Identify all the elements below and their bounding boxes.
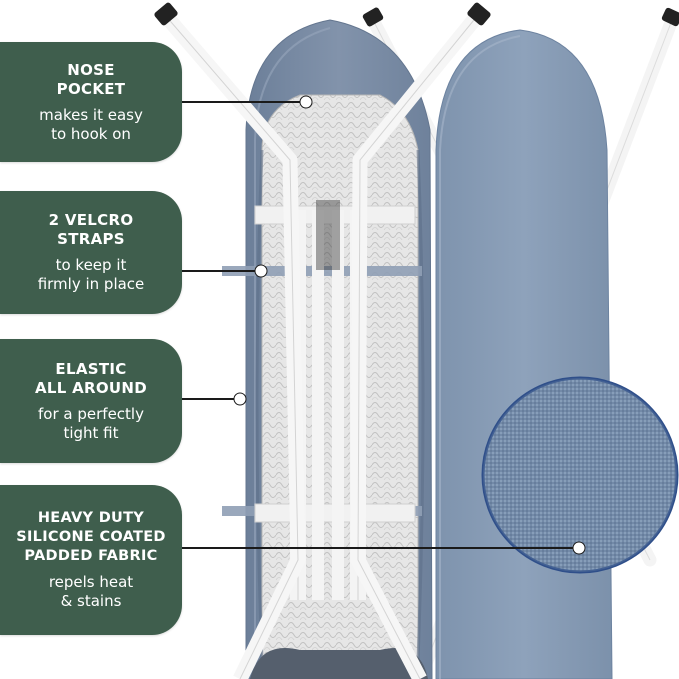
- callout-title-line: 2 VELCRO: [48, 211, 134, 229]
- fabric-zoom-circle: [481, 376, 679, 574]
- callout-desc-line: tight fit: [63, 423, 119, 442]
- callout-title-line: HEAVY DUTY: [37, 510, 145, 526]
- right-board-cover: [435, 29, 613, 679]
- callout-desc-line: for a perfectly: [38, 404, 144, 423]
- callout-desc-line: firmly in place: [37, 275, 145, 293]
- callout-desc-line: & stains: [60, 592, 122, 610]
- callout-title-line: ALL AROUND: [34, 378, 148, 397]
- callout-desc-line: repels heat: [48, 573, 134, 591]
- callout-title-line: POCKET: [56, 79, 126, 98]
- velcro-straps-callout: 2 VELCRO STRAPS to keep it firmly in pla…: [0, 191, 182, 314]
- callout-title-line: PADDED FABRIC: [24, 548, 158, 564]
- callout-desc-line: to keep it: [55, 256, 127, 274]
- callout-desc-line: makes it easy: [39, 105, 143, 124]
- fabric-callout: HEAVY DUTY SILICONE COATED PADDED FABRIC…: [0, 485, 182, 635]
- left-board-frame: [154, 2, 491, 679]
- elastic-callout: ELASTIC ALL AROUND for a perfectly tight…: [0, 339, 182, 463]
- callout-desc-line: to hook on: [51, 124, 131, 143]
- callout-title-line: STRAPS: [57, 230, 125, 248]
- nose-pocket-callout: NOSE POCKET makes it easy to hook on: [0, 42, 182, 162]
- pointer-lines: [182, 95, 586, 555]
- callout-title-line: SILICONE COATED: [16, 529, 166, 545]
- callout-title-line: ELASTIC: [55, 359, 127, 378]
- callout-title-line: NOSE: [67, 60, 115, 79]
